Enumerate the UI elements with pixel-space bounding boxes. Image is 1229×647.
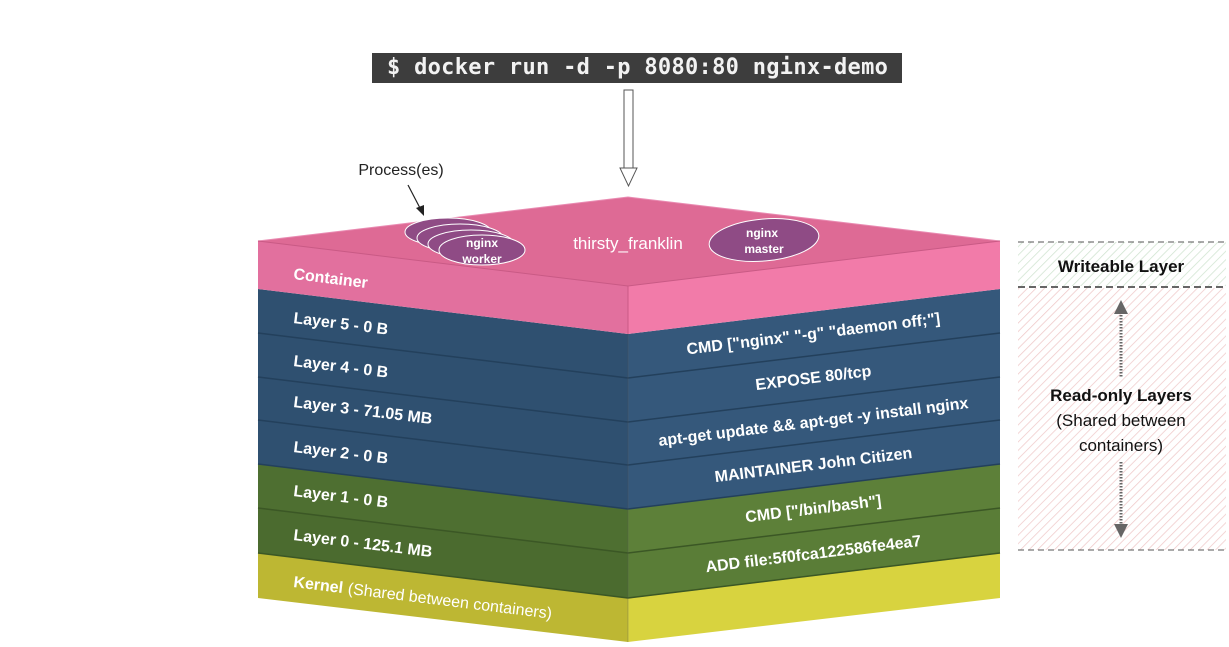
worker-line-1: nginx bbox=[466, 236, 498, 250]
processes-label: Process(es) bbox=[358, 162, 443, 179]
layer-0 bbox=[257, 508, 1001, 599]
pointer-arrow-icon bbox=[407, 184, 424, 216]
layer-2 bbox=[257, 420, 1001, 510]
command-text: $ docker run -d -p 8080:80 nginx-demo bbox=[387, 55, 889, 80]
writeable-layer-legend: Writeable Layer bbox=[1018, 241, 1226, 288]
readonly-note-line-1: (Shared between bbox=[1056, 411, 1185, 430]
layer-1 bbox=[257, 464, 1001, 554]
layer-4 bbox=[257, 333, 1001, 423]
command-box bbox=[372, 53, 902, 83]
layer-3 bbox=[257, 377, 1001, 466]
down-arrow-icon bbox=[619, 89, 638, 188]
double-arrow-icon bbox=[1114, 300, 1128, 538]
kernel-label: Kernel bbox=[293, 574, 344, 597]
master-line-1: nginx bbox=[746, 226, 778, 240]
readonly-layers-legend: Read-only Layers (Shared between contain… bbox=[1018, 288, 1226, 551]
readonly-note-line-2: containers) bbox=[1079, 436, 1163, 455]
readonly-layers-label: Read-only Layers bbox=[1050, 386, 1192, 405]
nginx-master-process: nginx master bbox=[708, 218, 820, 262]
writeable-layer-label: Writeable Layer bbox=[1058, 257, 1185, 276]
container-name: thirsty_franklin bbox=[573, 234, 683, 253]
worker-line-2: worker bbox=[461, 252, 502, 266]
master-line-2: master bbox=[744, 242, 784, 256]
nginx-worker-processes: nginx worker bbox=[404, 217, 526, 266]
layer-5 bbox=[257, 289, 1001, 379]
